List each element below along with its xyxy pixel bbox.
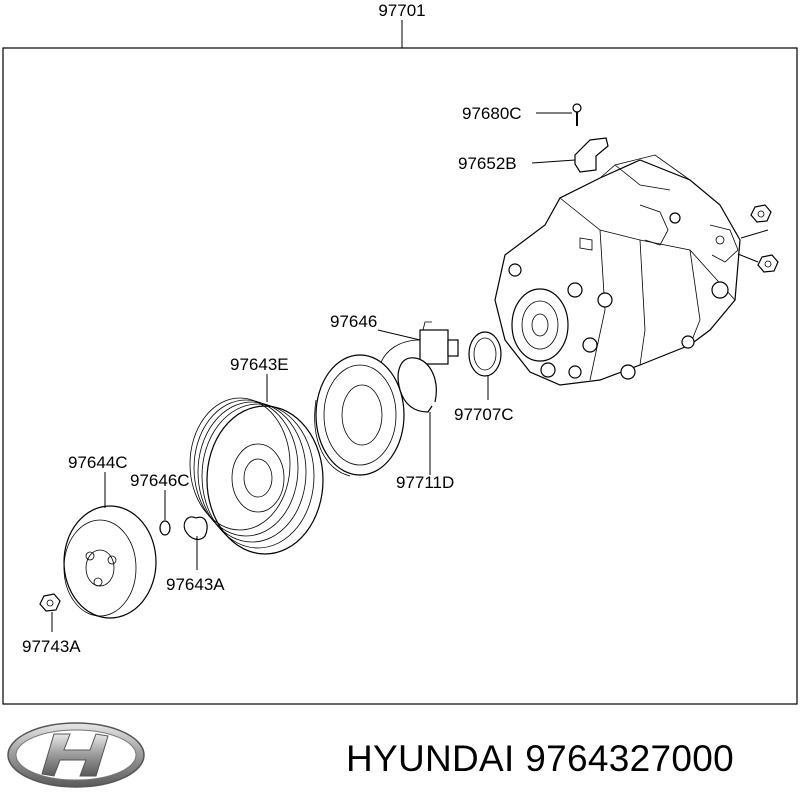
- brand-caption: HYUNDAI 9764327000: [346, 738, 734, 779]
- label-97701: 97701: [378, 1, 425, 20]
- pulley-97643E: [189, 397, 324, 555]
- nut-lower-right: [757, 254, 779, 273]
- compressor-body: [494, 154, 741, 386]
- oring-97707C: [468, 331, 502, 377]
- label-97743A: 97743A: [22, 637, 81, 656]
- field-coil: [314, 354, 405, 477]
- nut-97743A: [39, 593, 61, 612]
- bolt-97680C: [572, 103, 582, 126]
- bracket-97652B: [574, 137, 609, 173]
- label-97680C: 97680C: [462, 104, 522, 123]
- nut-upper-right: [750, 204, 772, 223]
- diagram-frame: [2, 47, 798, 705]
- snapring-97643A: [183, 516, 208, 540]
- label-97643A: 97643A: [166, 575, 225, 594]
- label-97644C: 97644C: [68, 453, 128, 472]
- label-97646C: 97646C: [130, 471, 190, 490]
- label-97652B: 97652B: [458, 154, 517, 173]
- label-97707C: 97707C: [454, 405, 514, 424]
- snapring-97711D: [397, 357, 437, 413]
- label-97643E: 97643E: [230, 355, 289, 374]
- label-97711D: 97711D: [396, 473, 454, 492]
- hyundai-logo-icon: [7, 722, 145, 788]
- label-97646: 97646: [330, 312, 377, 331]
- clutch-hub-97644C: [63, 505, 157, 619]
- shim-97646C: [159, 520, 171, 536]
